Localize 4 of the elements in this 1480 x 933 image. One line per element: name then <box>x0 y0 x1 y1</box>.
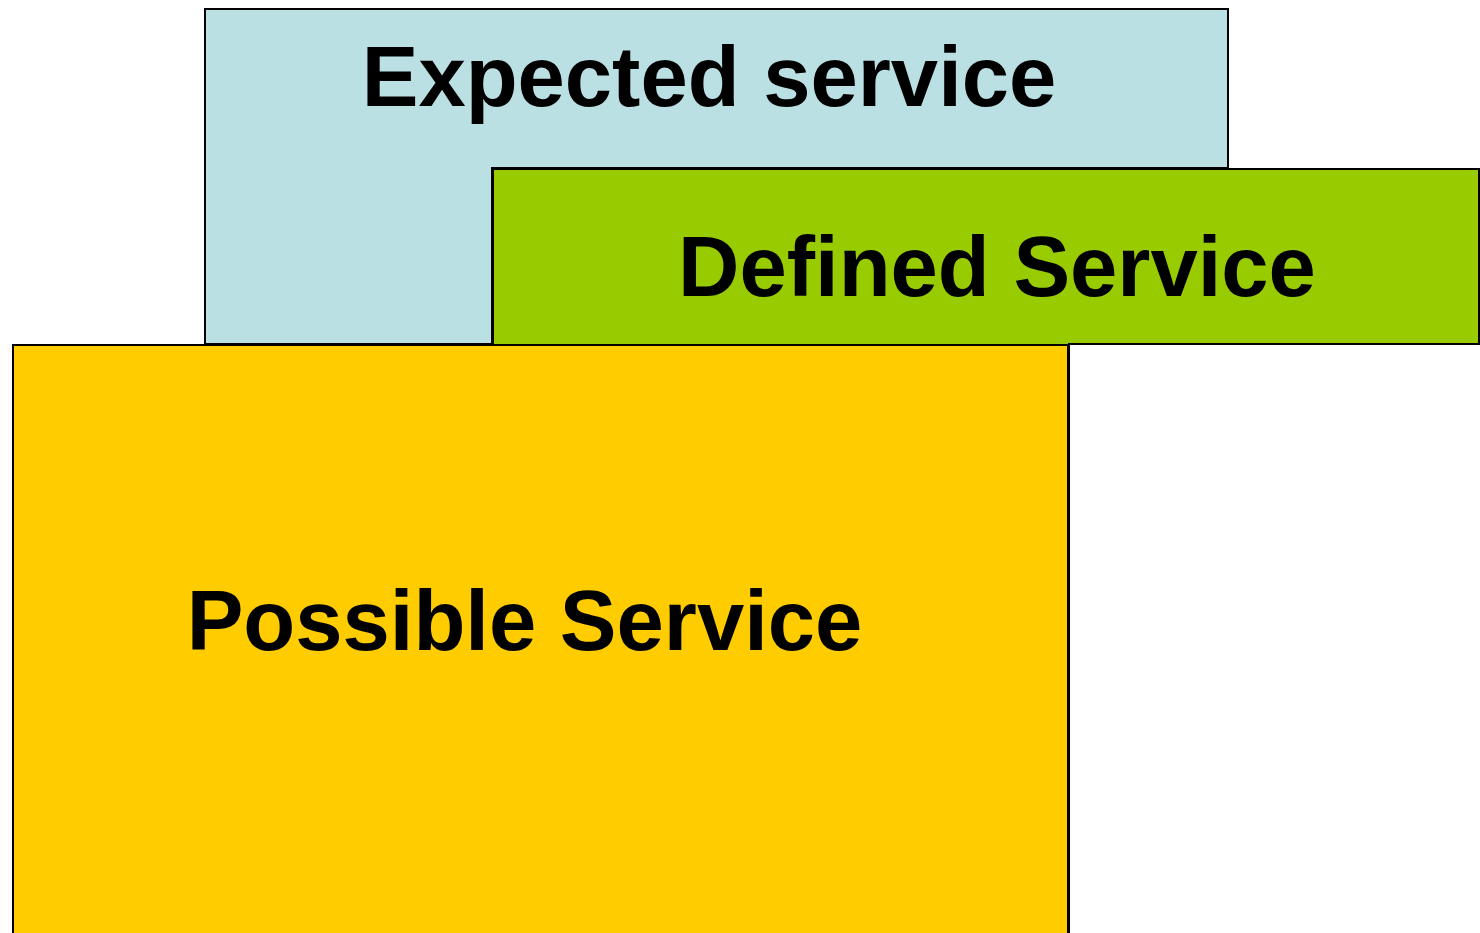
area-heading: Possible Service <box>186 573 863 668</box>
area-heading: Defined Service <box>678 219 1316 314</box>
service-area <box>12 344 1069 933</box>
area-heading: Expected service <box>361 29 1057 124</box>
